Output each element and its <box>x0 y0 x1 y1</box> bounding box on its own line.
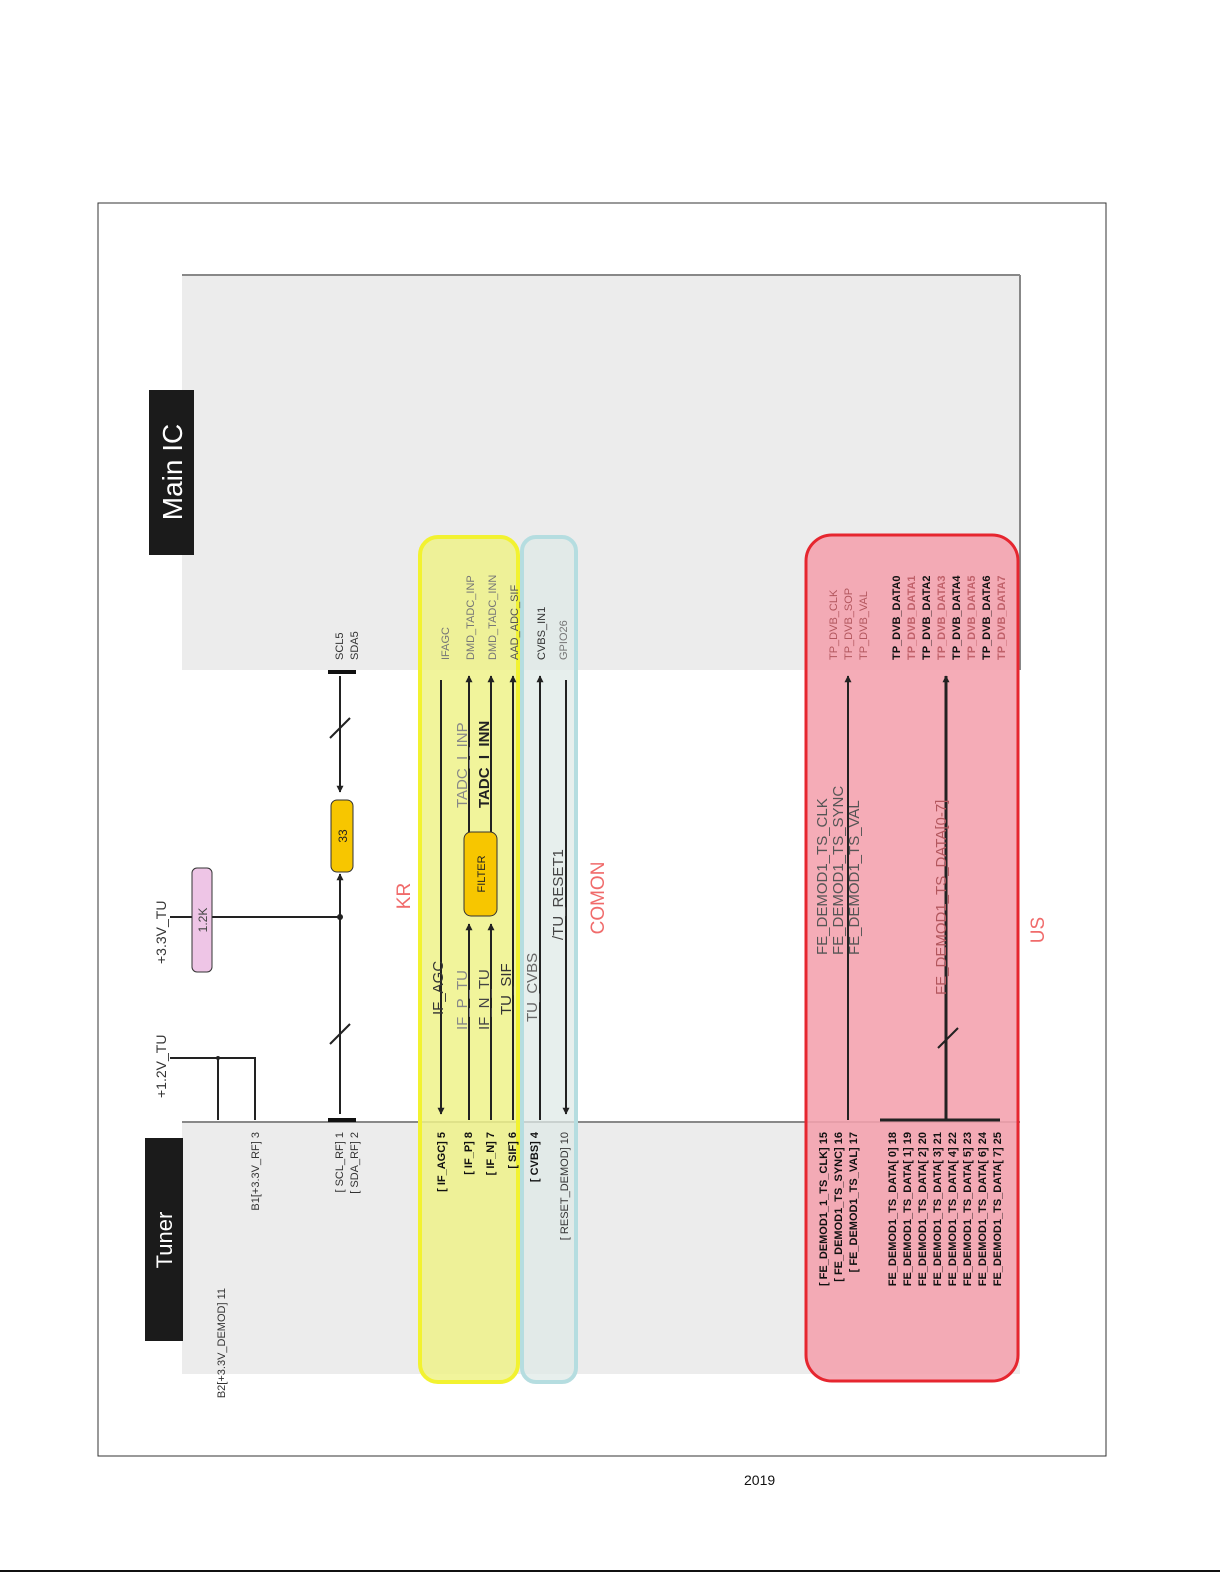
filter-label: FILTER <box>476 855 488 892</box>
pin-ts-clk: [ FE_DEMOD1_1_TS_CLK] 15 <box>818 1132 830 1286</box>
pin-reset-demod: [ RESET_DEMOD] 10 <box>559 1132 571 1240</box>
pin-tp-data-2: TP_DVB_DATA2 <box>921 575 933 660</box>
pin-tadc-inp: DMD_TADC_INP <box>465 575 477 660</box>
pin-ts-data-7: FE_DEMOD1_TS_DATA[ 7] 25 <box>992 1132 1004 1286</box>
us-region-label: US <box>1028 917 1049 943</box>
resistor-33-label: 33 <box>336 829 350 843</box>
pin-tp-data-3: TP_DVB_DATA3 <box>936 575 948 660</box>
main-ic-tag <box>149 390 194 555</box>
bottom-rule <box>0 1570 1220 1572</box>
pin-if-n: [ IF_N] 7 <box>485 1132 497 1175</box>
resistor-1-2k-label: 1.2K <box>196 908 210 933</box>
pin-ts-data-6: FE_DEMOD1_TS_DATA[ 6] 24 <box>977 1131 989 1286</box>
pin-ts-sync: [ FE_DEMOD1_TS_SYNC] 16 <box>833 1132 845 1282</box>
pin-sda5: SDA5 <box>349 631 361 660</box>
pin-sda-rf: [ SDA_RF] 2 <box>349 1132 361 1194</box>
net-tadc-i-inn: TADC_I_INN <box>476 721 493 808</box>
page-number: 2019 <box>744 1472 776 1488</box>
pin-ts-data-2: FE_DEMOD1_TS_DATA[ 2] 20 <box>917 1132 929 1286</box>
pin-ifagc: IFAGC <box>440 627 452 660</box>
pin-if-agc: [ IF_AGC] 5 <box>436 1132 448 1192</box>
pin-ts-val: [ FE_DEMOD1_TS_VAL] 17 <box>848 1132 860 1272</box>
kr-region-label: KR <box>394 883 415 909</box>
comon-region-label: COMON <box>588 862 609 935</box>
main-pins: SCL5 SDA5 IFAGC DMD_TADC_INP DMD_TADC_IN… <box>334 575 870 660</box>
junctions <box>216 914 343 1060</box>
pin-cvbs-in1: CVBS_IN1 <box>536 607 548 660</box>
pin-ts-data-0: FE_DEMOD1_TS_DATA[ 0] 18 <box>887 1132 899 1286</box>
rail-1-2v-label: +1.2V_TU <box>153 1035 169 1098</box>
net-tu-sif: TU_SIF <box>498 963 515 1015</box>
net-ts-sync: FE_DEMOD1_TS_SYNC <box>830 786 847 955</box>
pin-scl5: SCL5 <box>334 632 346 660</box>
pin-tp-data-7: TP_DVB_DATA7 <box>996 575 1008 660</box>
net-tu-reset1: /TU_RESET1 <box>550 849 567 940</box>
comon-region <box>520 535 578 1384</box>
pin-gpio26: GPIO26 <box>558 620 570 660</box>
pin-tadc-inn: DMD_TADC_INN <box>487 575 499 660</box>
pin-ts-data-1: FE_DEMOD1_TS_DATA[ 1] 19 <box>902 1132 914 1286</box>
net-ts-data: FE_DEMOD1_TS_DATA[0-7] <box>933 800 950 995</box>
resistor-33-block <box>330 799 354 873</box>
pin-tp-data-1: TP_DVB_DATA1 <box>906 575 918 660</box>
pin-tp-data-6: TP_DVB_DATA6 <box>981 575 993 660</box>
pin-ts-data-5: FE_DEMOD1_TS_DATA[ 5] 23 <box>962 1132 974 1286</box>
pin-ts-data-3: FE_DEMOD1_TS_DATA[ 3] 21 <box>932 1132 944 1286</box>
page-frame <box>97 202 1107 1457</box>
net-if-agc: IF_AGC <box>430 961 447 1015</box>
pin-cvbs: [ CVBS] 4 <box>529 1131 541 1182</box>
pin-tp-sop: TP_DVB_SOP <box>843 588 855 660</box>
pin-tp-clk: TP_DVB_CLK <box>828 589 840 660</box>
rail-3-3v-label: +3.3V_TU <box>153 901 169 964</box>
net-ts-clk: FE_DEMOD1_TS_CLK <box>814 798 831 955</box>
resistor-1-2k-block <box>191 867 213 973</box>
net-tadc-i-inp: TADC_I_INP <box>454 722 471 808</box>
pin-tp-data-5: TP_DVB_DATA5 <box>966 575 978 660</box>
bus-slashes <box>329 717 959 1049</box>
net-ts-val: FE_DEMOD1_TS_VAL <box>846 800 863 955</box>
pin-aad-sif: AAD_ADC_SIF <box>509 585 521 660</box>
pin-scl-rf: [ SCL_RF] 1 <box>334 1132 346 1193</box>
tuner-title: Tuner <box>152 1212 177 1269</box>
main-ic-title: Main IC <box>157 424 188 520</box>
net-if-n-tu: IF_N_TU <box>476 969 493 1030</box>
wires <box>170 675 1000 1122</box>
pin-tp-data-4: TP_DVB_DATA4 <box>951 575 963 660</box>
bus-terminators <box>328 670 356 1122</box>
pin-ts-data-4: FE_DEMOD1_TS_DATA[ 4] 22 <box>947 1132 959 1286</box>
pin-tp-data-0: TP_DVB_DATA0 <box>891 575 903 660</box>
pin-rf-3v3: B1[+3.3V_RF] 3 <box>250 1132 262 1211</box>
pin-if-p: [ IF_P] 8 <box>463 1132 475 1175</box>
pin-demod-3v3: B2[+3.3V_DEMOD] 11 <box>216 1288 228 1398</box>
us-region <box>804 533 1020 1383</box>
net-tu-cvbs: TU_CVBS <box>524 953 541 1022</box>
net-if-p-tu: IF_P_TU <box>454 970 471 1030</box>
filter-block <box>463 831 498 917</box>
tuner-pins: B2[+3.3V_DEMOD] 11 B1[+3.3V_RF] 3 [ SCL_… <box>216 1131 860 1398</box>
net-labels: IF_AGC IF_P_TU IF_N_TU TU_SIF TADC_I_INP… <box>430 721 950 1030</box>
pin-tp-val: TP_DVB_VAL <box>858 591 870 660</box>
pin-sif: [ SIF] 6 <box>507 1132 519 1169</box>
tuner-tag <box>145 1138 183 1341</box>
